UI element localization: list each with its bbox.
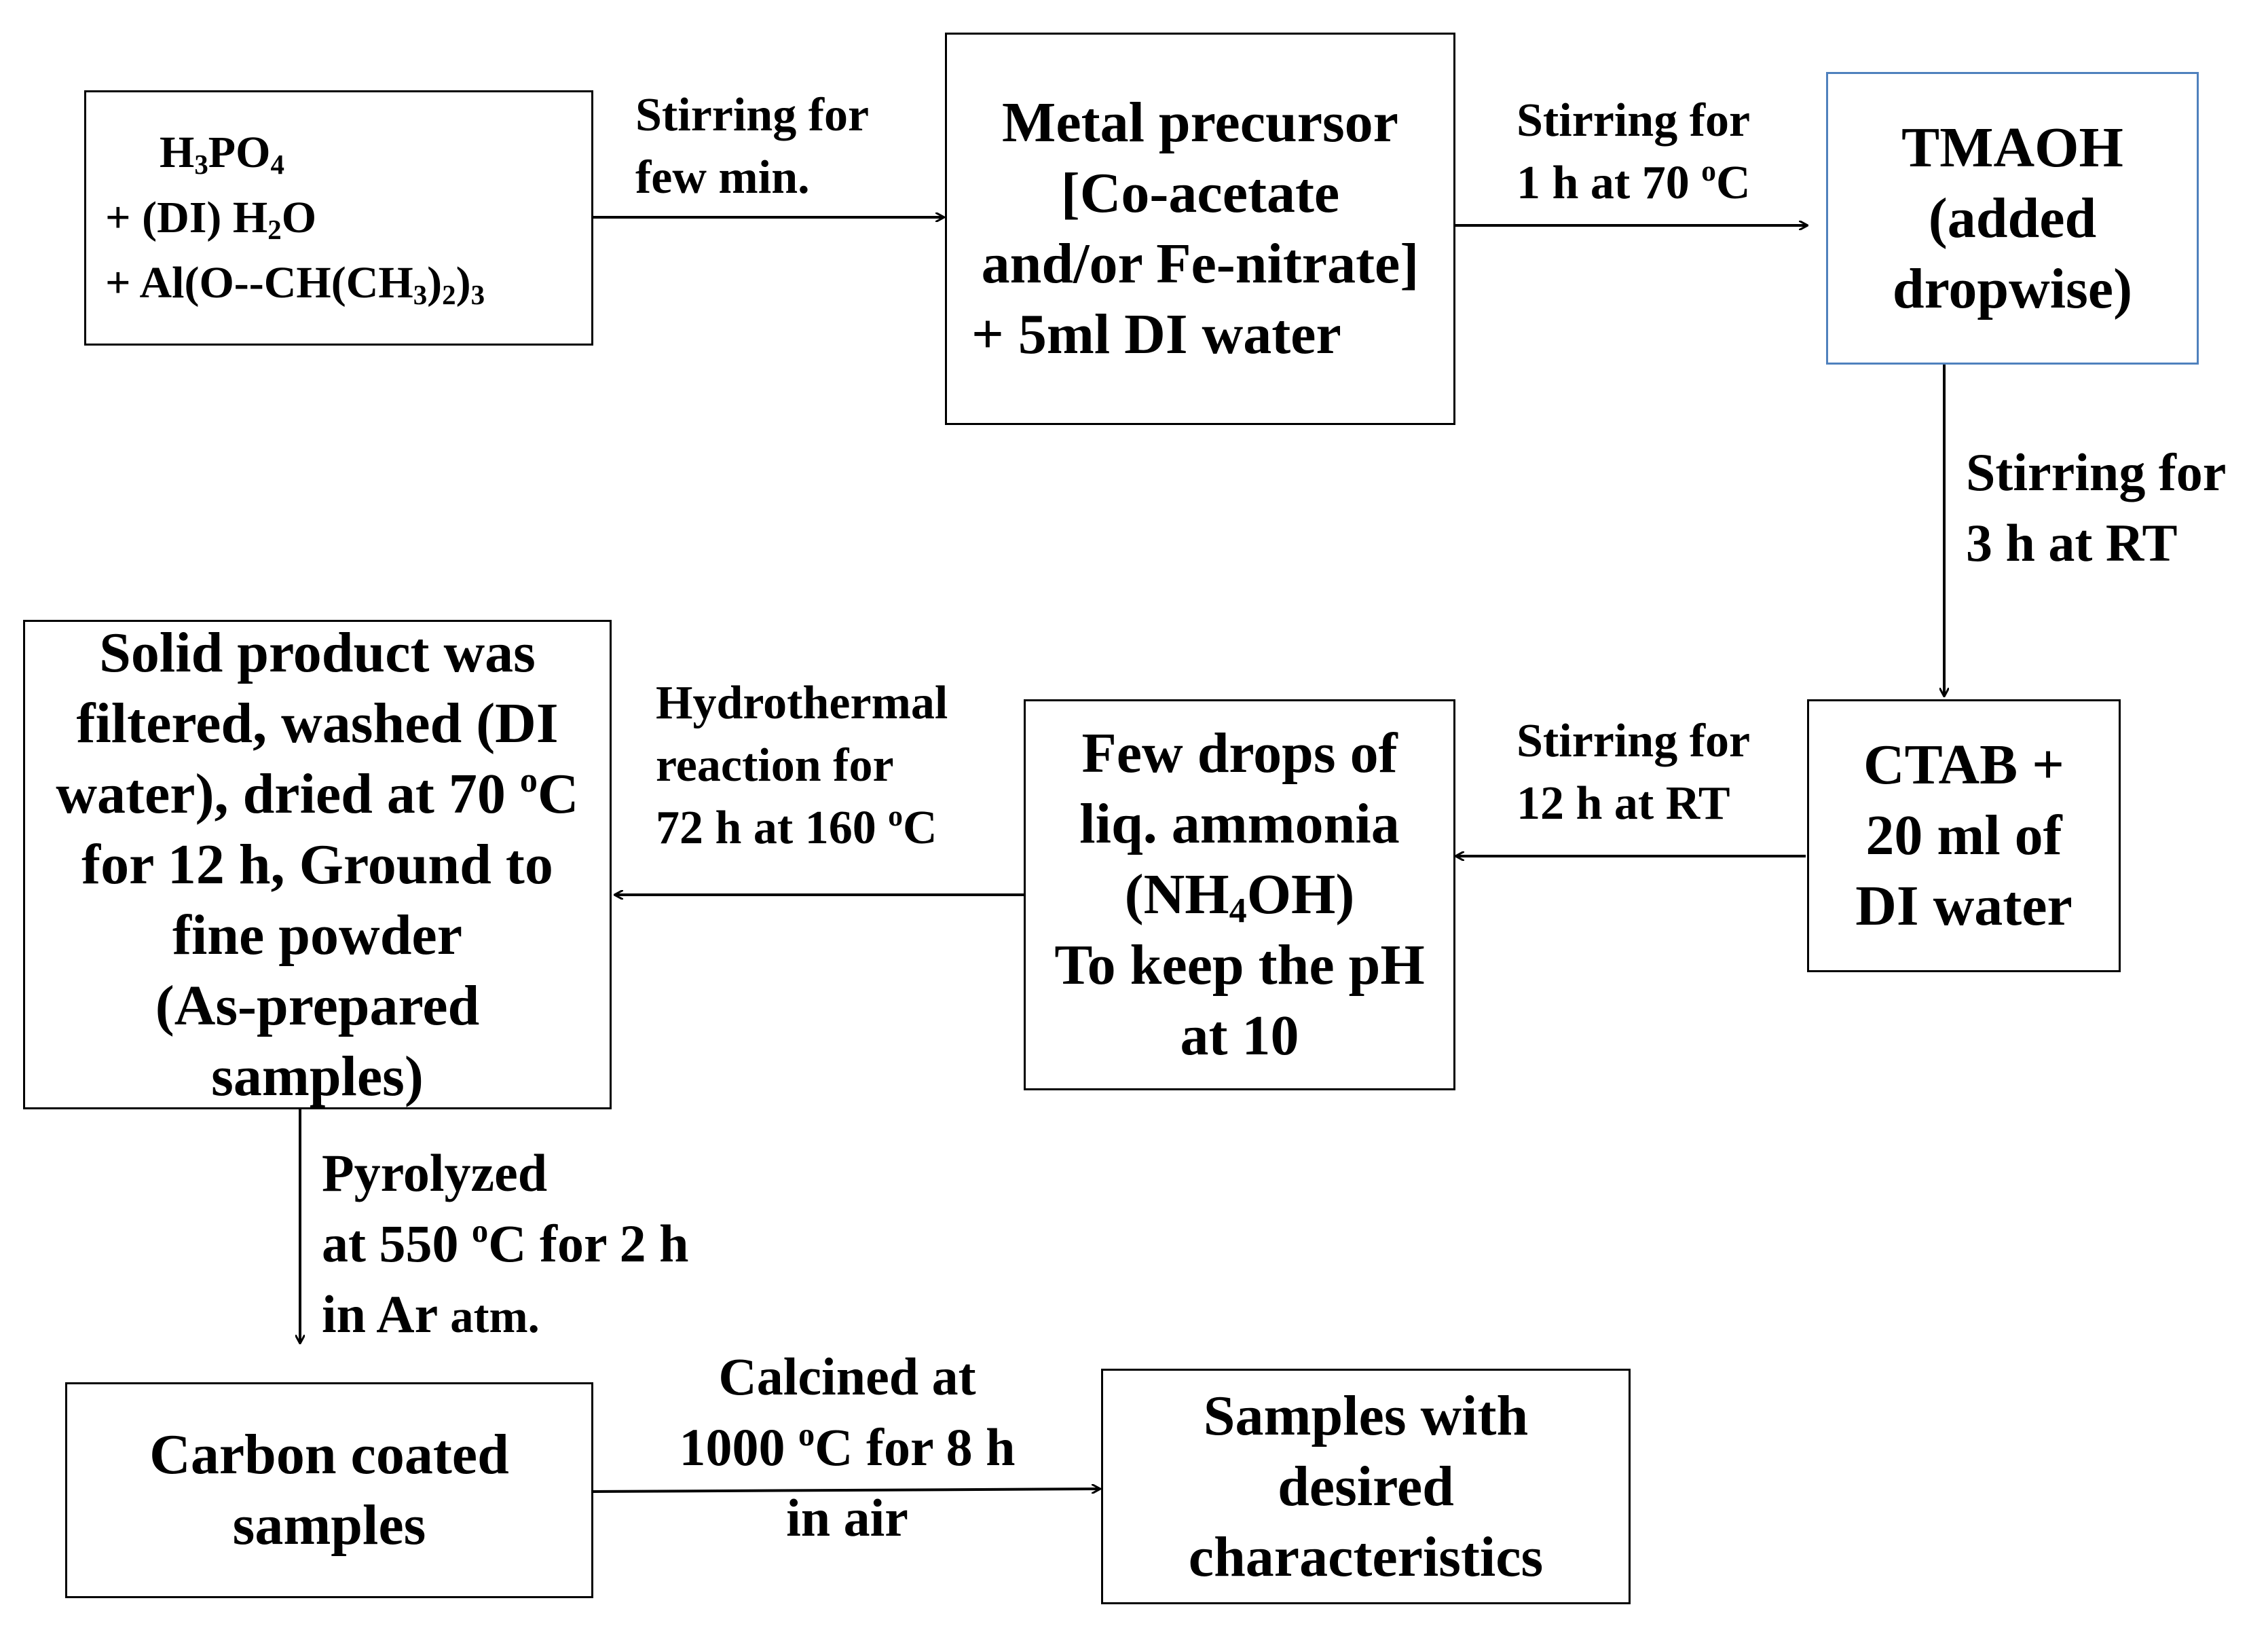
final-samples-line: characteristics (1188, 1525, 1544, 1589)
ctab-line: 20 ml of (1865, 804, 2062, 867)
label-hydrothermal: Hydrothermal reaction for 72 h at 160 oC (656, 672, 948, 860)
arrow-carbon-to-final (593, 1489, 1100, 1492)
label-pyrolyzed: Pyrolyzed at 550 oC for 2 h in Ar atm. (322, 1138, 689, 1352)
label-line: Stirring for (1517, 715, 1751, 767)
label-line: Calcined at (718, 1347, 976, 1406)
metal-precursor-line: and/or Fe-nitrate] (981, 232, 1419, 295)
ctab-line: DI water (1855, 874, 2072, 938)
solid-product-line: Solid product was (99, 621, 536, 684)
label-line: Stirring for (635, 89, 870, 141)
label-atm-line: in Ar atm. (322, 1285, 540, 1344)
label-temp-line: 1 h at 70 oC (1517, 154, 1751, 209)
label-stir-few-min: Stirring for few min. (635, 84, 869, 209)
label-line: few min. (635, 151, 810, 204)
reagent-water: + (DI) H2O (105, 193, 317, 246)
ammonia-line: Few drops of (1081, 722, 1398, 785)
final-samples-line: desired (1278, 1454, 1454, 1518)
ammonia-formula: (NH4OH) (1124, 863, 1355, 931)
tmaoh-line: (added (1928, 186, 2097, 250)
solid-product-temp-line: water), dried at 70 oC (56, 760, 579, 826)
solid-product-line: samples) (211, 1044, 424, 1108)
tmaoh-line: TMAOH (1901, 115, 2123, 179)
carbon-coated-box: Carbon coated samples (65, 1382, 593, 1598)
solid-product-line: filtered, washed (DI (76, 691, 559, 755)
label-line: Hydrothermal (656, 677, 948, 729)
reagent-h3po4: H3PO4 (160, 128, 284, 181)
reagent-aluminium-isopropoxide: + Al(O--CH(CH3)2)3 (105, 258, 485, 311)
label-stir-1h: Stirring for 1 h at 70 oC (1517, 90, 1751, 215)
metal-precursor-line: + 5ml DI water (971, 303, 1341, 366)
ctab-line: CTAB + (1863, 733, 2064, 796)
final-samples-line: Samples with (1203, 1384, 1529, 1447)
carbon-coated-line: Carbon coated (149, 1423, 509, 1486)
label-line: reaction for (656, 739, 894, 792)
label-temp-line: 72 h at 160 oC (656, 799, 937, 854)
metal-precursor-line: [Co-acetate (1060, 162, 1340, 225)
label-stir-12h: Stirring for 12 h at RT (1517, 710, 1750, 835)
ammonia-line: To keep the pH (1054, 934, 1425, 997)
solid-product-line: (As-prepared (155, 974, 480, 1037)
label-line: Pyrolyzed (322, 1143, 548, 1202)
ammonia-line: liq. ammonia (1079, 792, 1400, 855)
carbon-coated-line: samples (232, 1494, 426, 1557)
label-temp-line: at 550 oC for 2 h (322, 1213, 689, 1273)
label-calcined: Calcined at 1000 oC for 8 h in air (657, 1342, 1037, 1553)
label-temp-line: 1000 oC for 8 h (679, 1416, 1016, 1477)
final-samples-box: Samples with desired characteristics (1101, 1369, 1631, 1604)
label-line: Stirring for (1966, 443, 2227, 502)
label-line: 12 h at RT (1517, 777, 1730, 830)
label-line: 3 h at RT (1966, 513, 2178, 572)
label-line: in air (786, 1488, 908, 1547)
tmaoh-box: TMAOH (added dropwise) (1826, 72, 2199, 365)
label-stir-3h: Stirring for 3 h at RT (1966, 437, 2226, 578)
ctab-box: CTAB + 20 ml of DI water (1807, 699, 2121, 972)
metal-precursor-line: Metal precursor (1002, 91, 1398, 154)
ammonia-box: Few drops of liq. ammonia (NH4OH) To kee… (1024, 699, 1455, 1090)
solid-product-line: fine powder (172, 903, 462, 967)
solid-product-box: Solid product was filtered, washed (DI w… (23, 620, 612, 1109)
solid-product-line: for 12 h, Ground to (81, 832, 553, 896)
label-line: Stirring for (1517, 94, 1751, 147)
reagents-box: H3PO4 + (DI) H2O + Al(O--CH(CH3)2)3 (84, 90, 593, 346)
ammonia-line: at 10 (1180, 1004, 1299, 1067)
metal-precursor-box: Metal precursor [Co-acetate and/or Fe-ni… (945, 33, 1455, 425)
tmaoh-line: dropwise) (1892, 257, 2133, 320)
